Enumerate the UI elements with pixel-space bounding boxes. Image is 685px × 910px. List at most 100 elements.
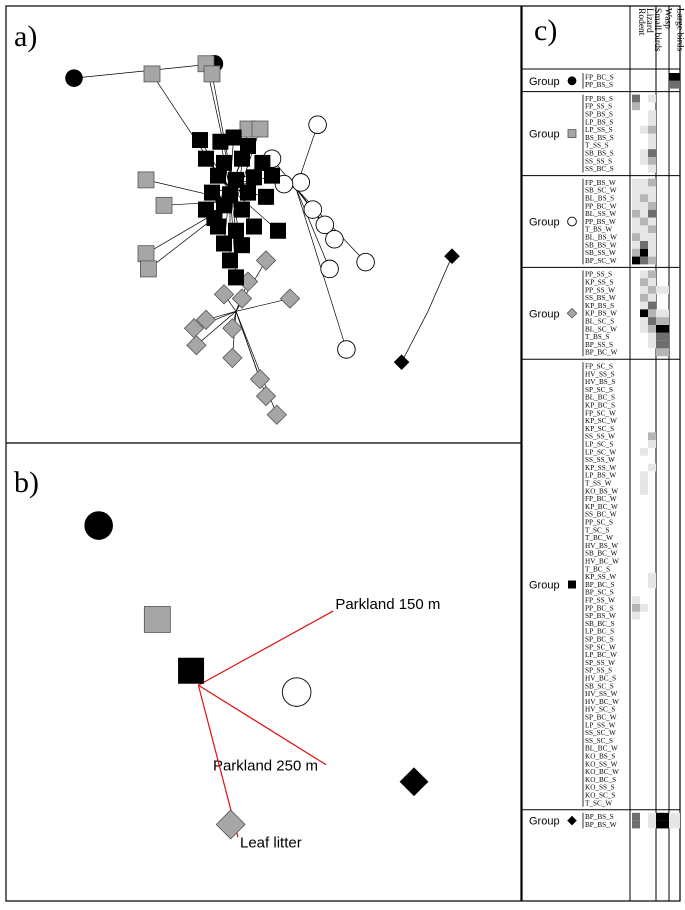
data-point-black-square [270, 222, 286, 239]
sample-label: SS_SS_W [585, 456, 615, 464]
sample-label: HV_SS_W [585, 690, 618, 698]
sample-label: SS_SC_S [585, 737, 613, 745]
sample-label: BP_SC_S [585, 589, 614, 597]
data-point-white-circle [315, 215, 335, 235]
data-point-black-square [246, 169, 262, 186]
sample-label: SP_BS_S [585, 111, 613, 119]
group-centroid-black-diamond [399, 767, 429, 797]
heat-cell [640, 209, 648, 218]
sample-label: SS_SS_W [585, 433, 615, 441]
sample-label: T_SS_W [585, 480, 612, 488]
heat-cell [640, 286, 648, 294]
data-point-black-square [240, 137, 256, 154]
sample-label: LP_SS_S [585, 126, 613, 134]
data-point-grey-square [139, 260, 157, 278]
sample-label: HV_BS_S [585, 378, 615, 386]
data-point-black-square [204, 184, 220, 201]
data-point-black-square [216, 197, 232, 214]
sample-label: FP_SC_W [585, 409, 616, 417]
heat-cell [640, 278, 648, 286]
sample-label: KO_BC_S [585, 776, 616, 784]
panel-b-label: b) [14, 466, 39, 499]
heat-cell [632, 256, 640, 265]
heat-cell [632, 202, 640, 210]
sample-label: KP_SC_W [585, 417, 617, 425]
sample-label: BL_BS_W [585, 234, 617, 242]
heat-cell [648, 309, 656, 318]
sample-label: SP_SC_S [585, 386, 613, 394]
heat-cell [648, 118, 656, 126]
sample-label: LP_BC_W [585, 651, 617, 659]
sample-label: SS_SC_W [585, 729, 616, 737]
sample-label: BL_BC_W [585, 745, 618, 753]
heat-cell [632, 209, 640, 218]
sample-label: KP_BC_W [585, 503, 618, 511]
sample-label: PP_BC_S [585, 604, 614, 612]
spider-line [401, 311, 429, 363]
heat-cell [656, 332, 669, 341]
group-label: Group [529, 76, 560, 88]
heat-cell [648, 286, 656, 294]
sample-label: SS_BC_W [585, 511, 617, 519]
sample-label: T_SC_S [585, 526, 609, 534]
heat-cell [648, 332, 656, 341]
vector-label: Parkland 150 m [335, 596, 440, 613]
column-header: Wasp [663, 8, 673, 29]
group-symbol-black-square [568, 580, 576, 589]
sample-label: FP_BC_S [585, 73, 614, 81]
heat-cell [648, 110, 656, 118]
heat-cell [648, 217, 656, 226]
sample-label: BL_BC_S [585, 394, 615, 402]
data-point-black-square [234, 201, 250, 218]
sample-label: PP_SS_S [585, 271, 612, 279]
sample-label: BP_BS_S [585, 813, 614, 821]
data-point-grey-square [137, 171, 155, 189]
data-point-white-circle [325, 229, 344, 249]
sample-label: SS_SS_S [585, 157, 612, 165]
heat-cell [632, 94, 640, 103]
sample-label: KO_BS_S [585, 753, 615, 761]
data-point-black-circle [65, 69, 83, 87]
heat-cell [640, 317, 648, 325]
vector-label: Leaf litter [240, 834, 302, 851]
heat-cell [640, 202, 648, 210]
group-symbol-grey-square [567, 129, 577, 139]
vector-arrow [198, 684, 327, 766]
sample-label: FP_SS_W [585, 597, 615, 605]
sample-label: HV_SC_S [585, 706, 615, 714]
sample-label: SB_BS_S [585, 150, 614, 158]
group-centroid-black-square [178, 657, 205, 684]
sample-label: SP_BC_W [585, 714, 617, 722]
sample-label: KP_SC_S [585, 425, 614, 433]
sample-label: FP_BS_S [585, 95, 613, 103]
heat-cell [648, 141, 656, 150]
data-point-grey-square [155, 196, 173, 214]
sample-label: KP_SS_S [585, 279, 613, 287]
heat-cell [648, 432, 656, 441]
data-point-black-square [192, 132, 208, 149]
heat-cell [648, 463, 656, 472]
panel-c-frame [521, 5, 681, 902]
heat-cell [648, 270, 656, 279]
sample-label: T_SC_W [585, 799, 612, 807]
data-point-black-square [216, 235, 232, 252]
group-symbol-grey-diamond [566, 307, 578, 319]
heat-cell [632, 186, 640, 195]
sample-label: SS_BS_W [585, 294, 616, 302]
heat-cell [648, 157, 656, 165]
heat-cell [648, 125, 656, 134]
data-point-black-square [228, 222, 244, 239]
data-point-black-square [254, 154, 271, 171]
group-centroid-black-circle [84, 511, 113, 540]
heat-cell [648, 580, 656, 589]
data-point-grey-diamond [255, 385, 277, 407]
heat-cell [640, 233, 648, 241]
heat-cell [632, 178, 640, 187]
spider-line [427, 256, 453, 312]
panel-ab-frame [5, 5, 522, 902]
group-label: Group [529, 816, 560, 828]
data-point-black-square [228, 269, 244, 286]
heat-cell [648, 293, 656, 302]
sample-label: KP_BC_S [585, 402, 615, 410]
